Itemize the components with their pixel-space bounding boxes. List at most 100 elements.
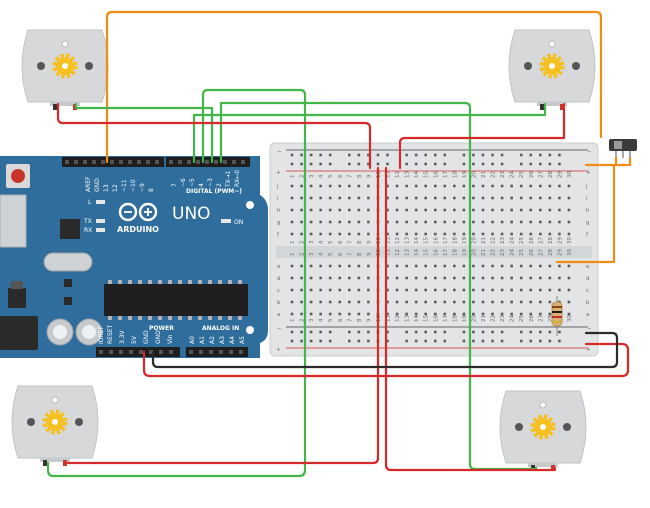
breadboard-hole[interactable] (357, 288, 361, 292)
rail-hole[interactable] (548, 153, 552, 157)
rail-hole[interactable] (462, 153, 466, 157)
breadboard-hole[interactable] (491, 264, 494, 268)
rail-hole[interactable] (500, 330, 504, 334)
breadboard-hole[interactable] (481, 276, 485, 280)
header-pin[interactable] (219, 350, 223, 354)
breadboard-hole[interactable] (491, 208, 494, 212)
wire-black-gnd-rail[interactable] (151, 331, 619, 369)
breadboard-hole[interactable] (319, 276, 322, 280)
breadboard-hole[interactable] (567, 300, 571, 304)
breadboard-hole[interactable] (300, 264, 303, 268)
breadboard-hole[interactable] (472, 300, 475, 304)
rail-hole[interactable] (481, 162, 485, 166)
header-pin[interactable] (99, 350, 103, 354)
rail-hole[interactable] (472, 162, 475, 166)
breadboard-hole[interactable] (319, 184, 322, 188)
breadboard-hole[interactable] (290, 300, 294, 304)
breadboard-hole[interactable] (357, 220, 361, 224)
breadboard-hole[interactable] (309, 184, 313, 188)
breadboard-hole[interactable] (481, 312, 485, 316)
rail-hole[interactable] (386, 162, 389, 166)
rail-hole[interactable] (357, 339, 361, 343)
breadboard-hole[interactable] (424, 220, 427, 224)
breadboard-hole[interactable] (328, 264, 332, 268)
breadboard-hole[interactable] (328, 300, 332, 304)
rail-hole[interactable] (386, 153, 389, 157)
breadboard-hole[interactable] (491, 220, 494, 224)
breadboard-hole[interactable] (548, 312, 552, 316)
breadboard-hole[interactable] (519, 300, 523, 304)
breadboard-hole[interactable] (443, 300, 447, 304)
breadboard-hole[interactable] (405, 300, 408, 304)
breadboard-hole[interactable] (481, 184, 485, 188)
breadboard-hole[interactable] (300, 208, 303, 212)
breadboard-hole[interactable] (395, 196, 399, 200)
breadboard-hole[interactable] (548, 208, 552, 212)
rail-hole[interactable] (367, 330, 370, 334)
breadboard-hole[interactable] (481, 196, 485, 200)
wire-green-motor-top-left[interactable] (74, 102, 214, 164)
breadboard-hole[interactable] (567, 264, 571, 268)
breadboard-hole[interactable] (300, 220, 303, 224)
breadboard-hole[interactable] (405, 208, 408, 212)
breadboard-hole[interactable] (348, 288, 351, 292)
header-pin[interactable] (149, 350, 153, 354)
breadboard-hole[interactable] (510, 220, 513, 224)
breadboard-hole[interactable] (529, 184, 533, 188)
rail-hole[interactable] (319, 330, 322, 334)
breadboard-hole[interactable] (290, 220, 294, 224)
rail-hole[interactable] (348, 330, 351, 334)
breadboard-hole[interactable] (472, 208, 475, 212)
rail-hole[interactable] (529, 330, 533, 334)
breadboard-hole[interactable] (386, 312, 389, 316)
breadboard-hole[interactable] (443, 276, 447, 280)
breadboard-hole[interactable] (395, 264, 399, 268)
header-pin[interactable] (65, 160, 69, 164)
rail-hole[interactable] (462, 339, 466, 343)
breadboard-hole[interactable] (319, 208, 322, 212)
breadboard-hole[interactable] (338, 300, 342, 304)
breadboard-hole[interactable] (348, 184, 351, 188)
rail-hole[interactable] (539, 162, 542, 166)
rail-hole[interactable] (405, 339, 408, 343)
breadboard-hole[interactable] (309, 264, 313, 268)
header-pin[interactable] (169, 160, 173, 164)
rail-hole[interactable] (548, 339, 552, 343)
breadboard-hole[interactable] (405, 312, 408, 316)
breadboard-hole[interactable] (328, 312, 332, 316)
breadboard-hole[interactable] (414, 276, 418, 280)
breadboard-hole[interactable] (472, 184, 475, 188)
header-pin[interactable] (83, 160, 87, 164)
breadboard-hole[interactable] (510, 208, 513, 212)
breadboard-hole[interactable] (433, 232, 437, 236)
breadboard-hole[interactable] (405, 184, 408, 188)
header-pin[interactable] (74, 160, 78, 164)
breadboard-hole[interactable] (529, 232, 533, 236)
breadboard-hole[interactable] (414, 300, 418, 304)
breadboard-hole[interactable] (367, 312, 370, 316)
breadboard-hole[interactable] (529, 264, 533, 268)
rail-hole[interactable] (558, 153, 561, 157)
breadboard-hole[interactable] (500, 288, 504, 292)
breadboard-hole[interactable] (443, 220, 447, 224)
breadboard-hole[interactable] (405, 220, 408, 224)
breadboard-hole[interactable] (539, 232, 542, 236)
breadboard-hole[interactable] (558, 208, 561, 212)
breadboard-hole[interactable] (481, 300, 485, 304)
rail-hole[interactable] (443, 153, 447, 157)
breadboard-hole[interactable] (558, 288, 561, 292)
header-pin[interactable] (169, 350, 173, 354)
rail-hole[interactable] (558, 162, 561, 166)
header-pin[interactable] (119, 160, 123, 164)
rail-hole[interactable] (433, 162, 437, 166)
breadboard-hole[interactable] (539, 276, 542, 280)
breadboard-hole[interactable] (319, 196, 322, 200)
breadboard-hole[interactable] (529, 220, 533, 224)
breadboard-hole[interactable] (338, 276, 342, 280)
breadboard-hole[interactable] (300, 312, 303, 316)
rail-hole[interactable] (357, 330, 361, 334)
rail-hole[interactable] (491, 330, 494, 334)
rail-hole[interactable] (300, 330, 303, 334)
breadboard-hole[interactable] (348, 220, 351, 224)
breadboard-hole[interactable] (338, 184, 342, 188)
